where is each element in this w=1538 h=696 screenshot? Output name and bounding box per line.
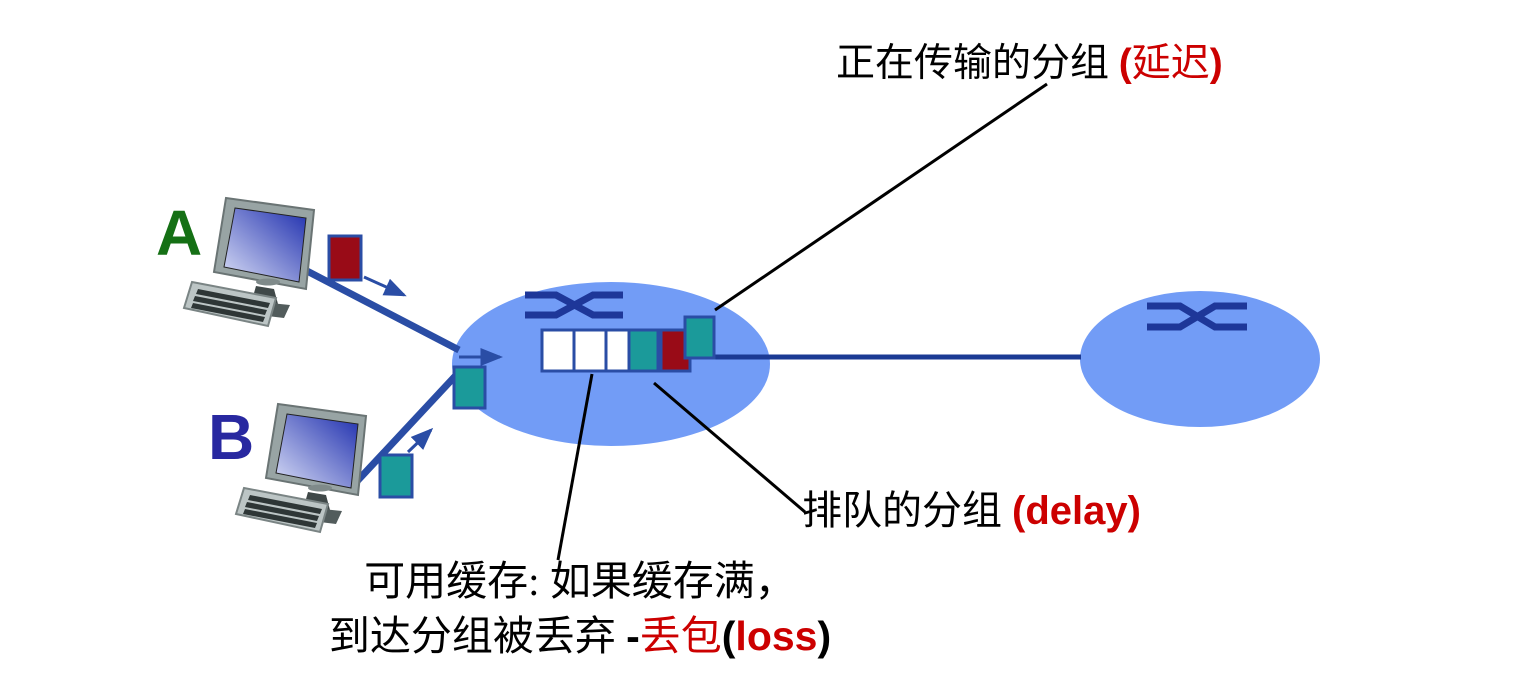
- label-buffer-line2-prefix: 到达分组被丢弃: [328, 613, 627, 659]
- link-host-a-to-router: [305, 267, 461, 354]
- switch-fabric-icon-center: [525, 291, 623, 319]
- label-buffer-red-en: loss: [735, 613, 818, 659]
- label-transmitting-packet: 正在传输的分组 (延迟): [836, 32, 1223, 88]
- router-right: [1080, 291, 1320, 427]
- label-buffer-dash: -: [626, 613, 640, 659]
- pointer-line-buffer: [556, 373, 594, 561]
- label-buffer-line2: 到达分组被丢弃 -丢包(loss): [230, 609, 930, 664]
- queue-slot-empty-2: [572, 328, 608, 373]
- label-buffer-line1: 可用缓存: 如果缓存满，: [364, 558, 796, 604]
- label-transmitting-paren-open: (: [1118, 42, 1132, 85]
- queue-slot-empty-1: [540, 328, 576, 373]
- host-b-label: B: [208, 401, 255, 473]
- link-host-b-to-router: [344, 369, 462, 495]
- computer-b-icon: [235, 403, 367, 533]
- pointer-line-transmitting: [714, 82, 1048, 312]
- label-transmitting-red: 延迟: [1131, 42, 1210, 85]
- label-buffer-paren-close: ): [817, 613, 832, 659]
- packet-transmitting-teal: [683, 315, 716, 360]
- switch-fabric-icon-right: [1147, 302, 1247, 331]
- host-a-label: A: [156, 197, 203, 269]
- arrow-a-direction: [363, 275, 407, 297]
- label-transmitting-cn: 正在传输的分组: [836, 42, 1119, 85]
- label-buffer-paren-open: (: [721, 613, 736, 659]
- label-queued-en: (delay): [1012, 489, 1141, 533]
- computer-a-icon: [183, 197, 315, 327]
- label-queued-packet: 排队的分组 (delay): [802, 478, 1141, 536]
- pointer-line-queued: [653, 381, 806, 514]
- label-transmitting-paren-close: ): [1209, 42, 1223, 85]
- label-queued-cn: 排队的分组: [802, 488, 1012, 533]
- packet-arriving-teal: [452, 365, 487, 410]
- packet-from-a-red: [327, 234, 363, 282]
- packet-queued-teal: [627, 328, 660, 373]
- packet-from-b-teal: [378, 453, 414, 499]
- arrow-b-direction: [406, 427, 434, 454]
- label-buffer-red-cn: 丢包: [639, 613, 722, 659]
- label-free-buffer: 可用缓存: 如果缓存满， 到达分组被丢弃 -丢包(loss): [230, 554, 930, 664]
